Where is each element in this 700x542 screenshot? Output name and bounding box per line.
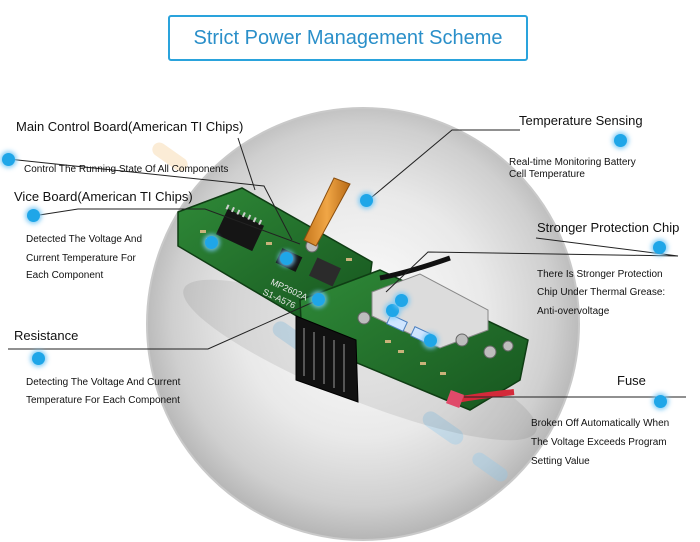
temperature-dot — [614, 134, 627, 147]
title-box: Strict Power Management Scheme — [168, 15, 528, 61]
temperature-board-dot — [360, 194, 373, 207]
protection-desc-2: Chip Under Thermal Grease: — [537, 287, 666, 298]
protection-desc-3: Anti-overvoltage — [537, 306, 610, 317]
resistance-desc-2: Temperature For Each Component — [26, 395, 180, 406]
resistance-dot — [32, 352, 45, 365]
leader-lines — [7, 129, 686, 398]
vice-board-desc-1: Detected The Voltage And — [26, 234, 143, 245]
vice-board-heading: Vice Board(American TI Chips) — [14, 189, 193, 204]
resistance-board-dot — [312, 293, 325, 306]
connector — [295, 315, 359, 403]
temperature-desc-1: Real-time Monitoring Battery — [509, 157, 636, 168]
resistance-heading: Resistance — [14, 328, 79, 343]
vice-board-board-dot — [205, 236, 218, 249]
main-control-desc: Control The Running State Of All Compone… — [24, 164, 229, 175]
temperature-probe — [303, 177, 351, 247]
fuse-heading: Fuse — [617, 373, 646, 388]
vice-board-dot — [27, 209, 40, 222]
protection-board-dot-1 — [386, 304, 399, 317]
main-control-dot — [2, 153, 15, 166]
protection-desc-1: There Is Stronger Protection — [537, 269, 663, 280]
temperature-desc-2: Cell Temperature — [509, 169, 585, 180]
fuse-desc-1: Broken Off Automatically When — [531, 418, 670, 429]
page-title: Strict Power Management Scheme — [193, 26, 503, 49]
temperature-heading: Temperature Sensing — [519, 113, 643, 128]
vice-board-desc-3: Each Component — [26, 270, 104, 281]
protection-board-dot-3 — [395, 294, 408, 307]
resistance-desc-1: Detecting The Voltage And Current — [26, 377, 181, 388]
protection-dot — [653, 241, 666, 254]
protection-heading: Stronger Protection Chip — [537, 220, 680, 235]
main-control-heading: Main Control Board(American TI Chips) — [16, 119, 244, 134]
fuse-dot — [654, 395, 667, 408]
main-control-board-dot — [280, 252, 293, 265]
vice-board-desc-2: Current Temperature For — [26, 253, 136, 264]
fuse-desc-2: The Voltage Exceeds Program — [531, 437, 667, 448]
fuse-desc-3: Setting Value — [531, 456, 590, 467]
protection-board-dot-2 — [424, 334, 437, 347]
